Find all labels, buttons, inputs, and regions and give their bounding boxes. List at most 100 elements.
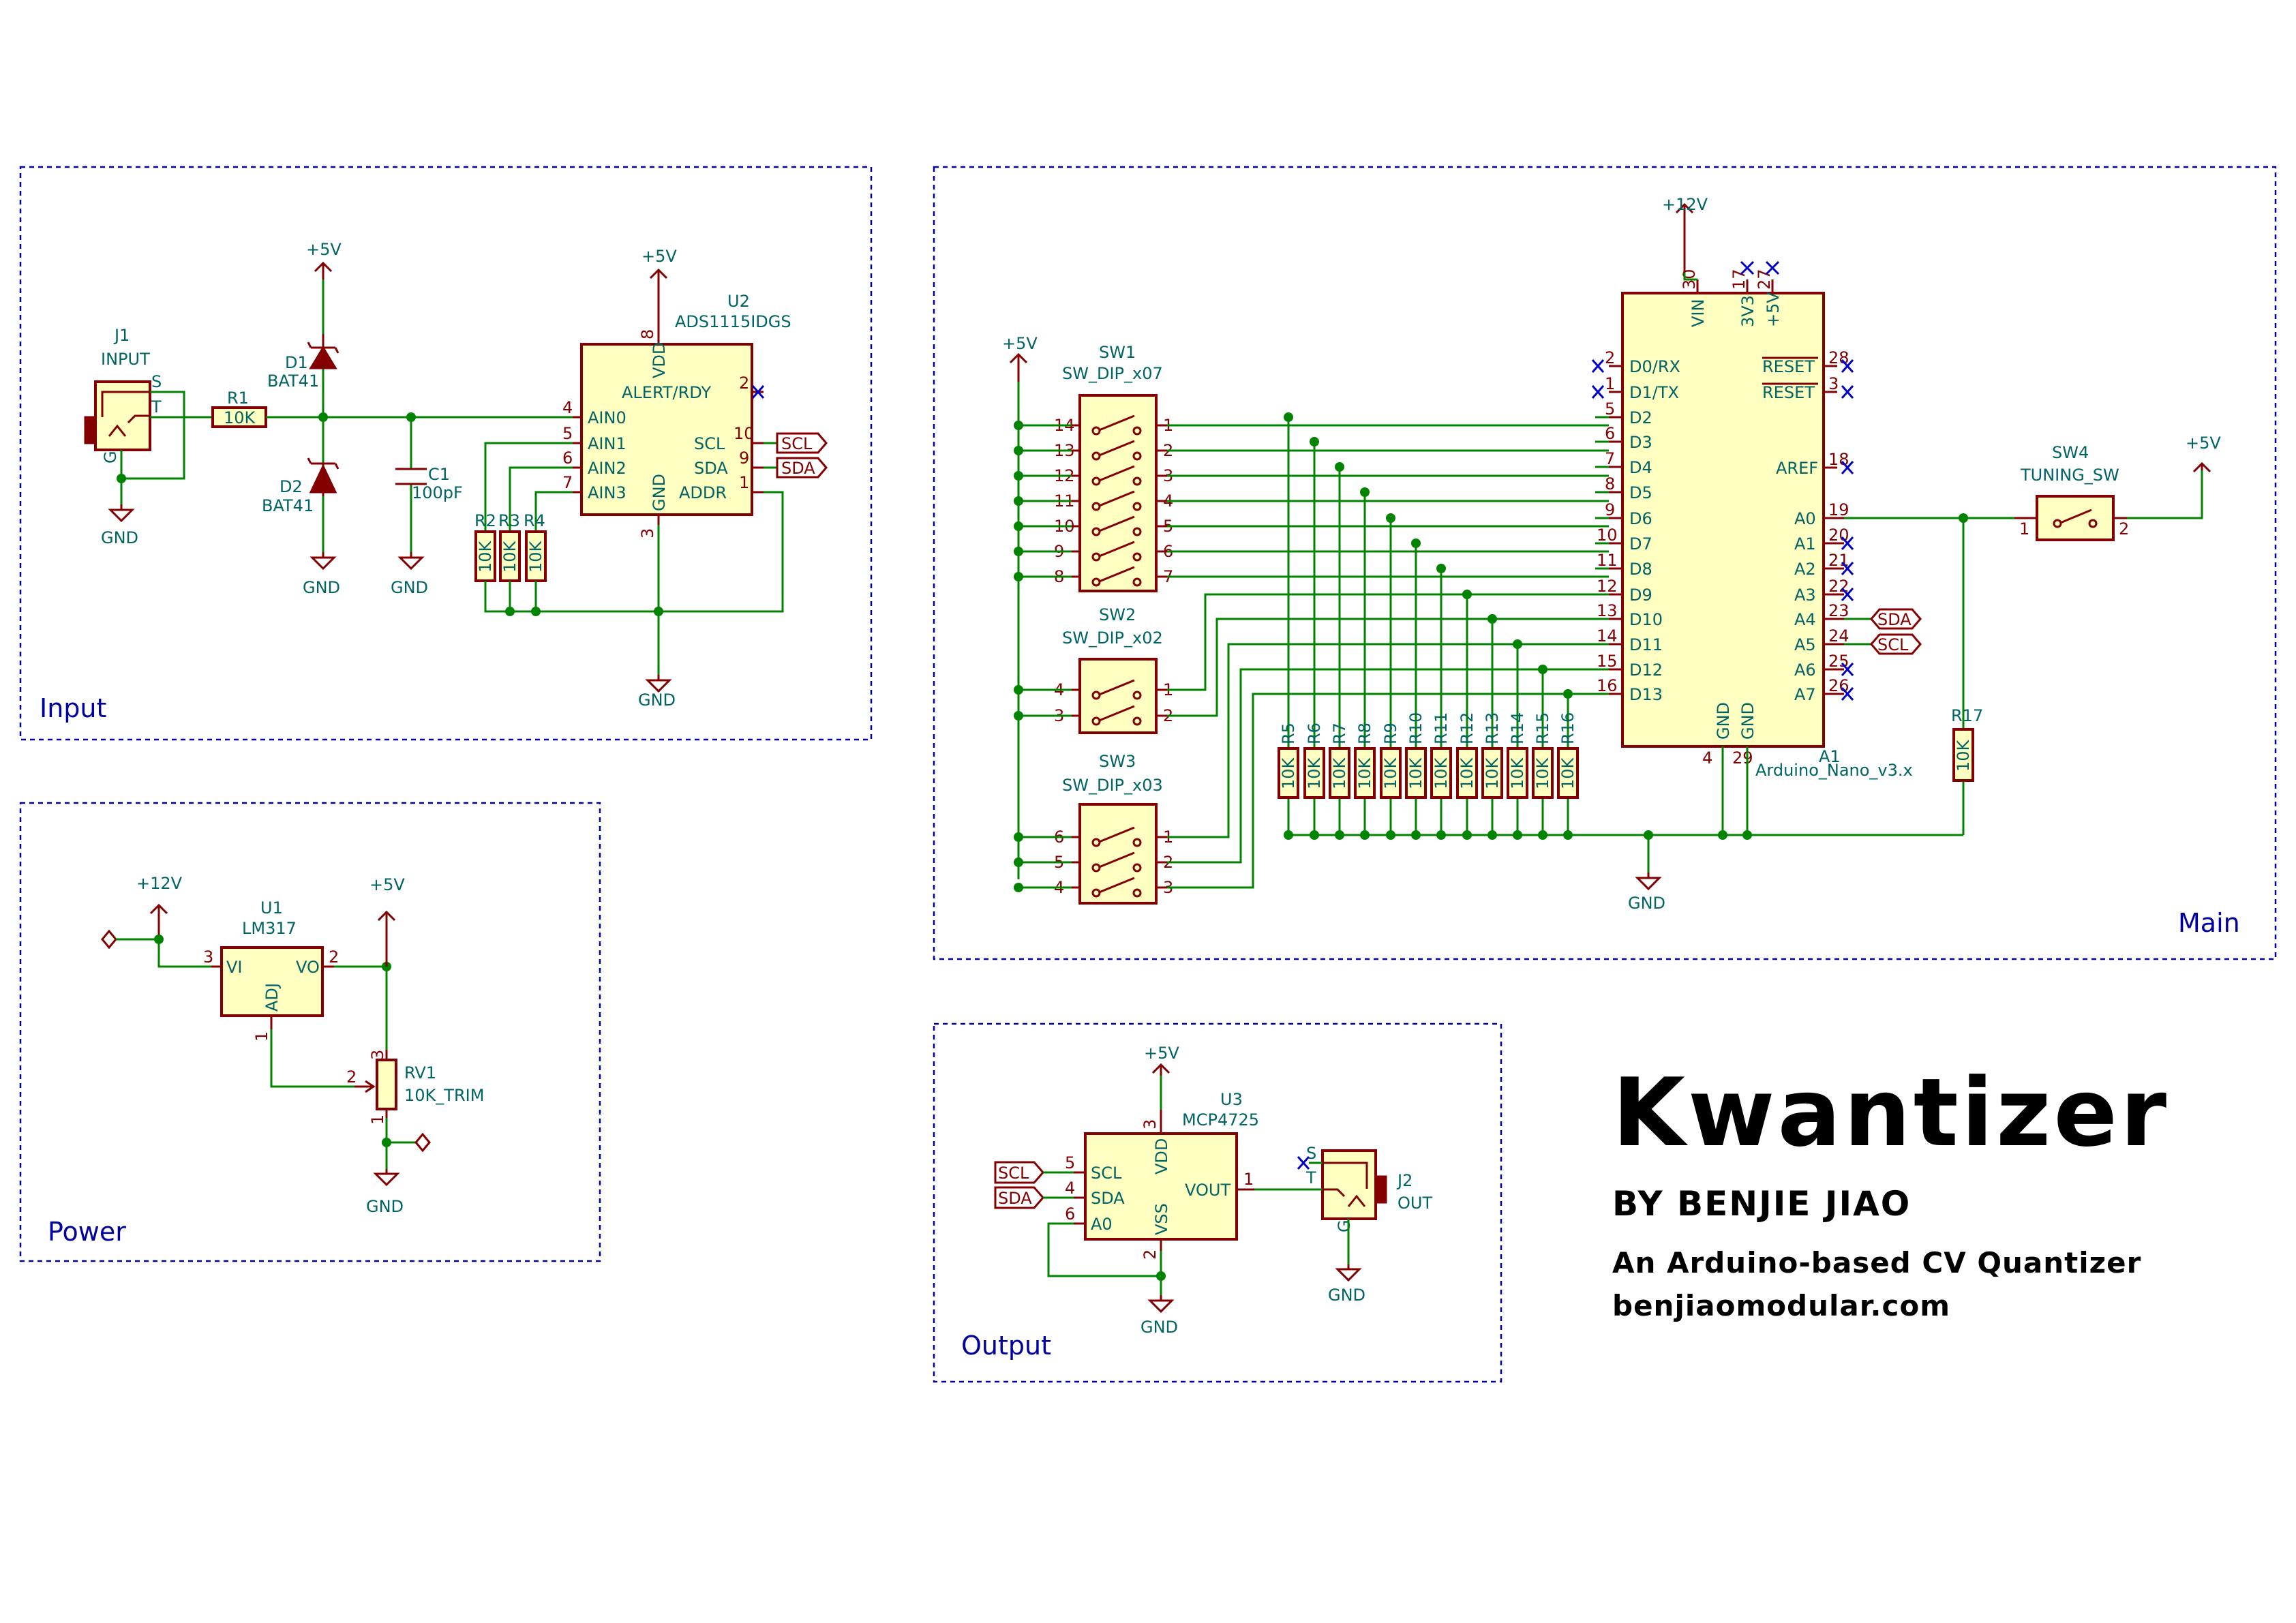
u1-regulator[interactable]: U1 LM317 VI VO ADJ 3 2 1 <box>203 898 339 1042</box>
j2-s-nc <box>1297 1156 1310 1170</box>
p5v-symbol-main: +5V <box>1002 334 1038 382</box>
gnd-label-j1: GND <box>101 528 138 547</box>
u1-pin-vo: VO <box>296 958 320 977</box>
u3-num-3: 3 <box>1141 1119 1160 1129</box>
rv1-num-1: 1 <box>368 1114 387 1125</box>
r3-value: 10K <box>500 540 519 573</box>
u3-num-2: 2 <box>1141 1249 1160 1260</box>
pulldown-r5-resistor[interactable]: R5 10K <box>1278 723 1299 799</box>
u3-pin-vout: VOUT <box>1185 1181 1230 1200</box>
p5v-label-d1: +5V <box>306 240 342 259</box>
title-block: Kwantizer BY BENJIE JIAO An Arduino-base… <box>1612 1058 2166 1322</box>
a1-pin-d4: D4 <box>1629 458 1652 477</box>
output-section: SCL SDA U3 MCP4725 SCL SDA A0 VDD VSS VO… <box>994 1044 1432 1337</box>
u3-pin-vdd: VDD <box>1152 1138 1171 1174</box>
sw4-num-1: 1 <box>2019 519 2029 539</box>
u2-num-8: 8 <box>638 329 657 339</box>
gnd-label-c1: GND <box>391 578 428 597</box>
u1-value: LM317 <box>242 919 297 938</box>
a1-arduino-nano[interactable]: A1 Arduino_Nano_v3.x D0/RX2D1/TX1D25D36D… <box>1591 260 1913 780</box>
section-output-label: Output <box>961 1331 1051 1361</box>
r1-resistor[interactable]: R1 10K <box>211 389 267 428</box>
p5v-label-main: +5V <box>1002 334 1038 353</box>
j1-pin-g: G <box>101 451 120 464</box>
a1-scl-flag: SCL <box>1870 633 1922 655</box>
j2-pin-g: G <box>1335 1219 1354 1232</box>
pulldown-ref-3: R8 <box>1355 723 1374 744</box>
p12v-label-main: +12V <box>1662 195 1708 214</box>
u2-num-10: 10 <box>734 424 755 443</box>
section-frames: Input Power Main Output <box>19 166 2277 1383</box>
r3-resistor[interactable]: R3 10K <box>498 511 521 582</box>
section-power-label: Power <box>48 1217 126 1247</box>
a1-pin-d3: D3 <box>1629 433 1652 452</box>
r4-value: 10K <box>526 540 545 573</box>
pulldown-value-0: 10K <box>1279 757 1298 789</box>
d2-diode[interactable]: D2 BAT41 <box>262 417 339 552</box>
u3-dac[interactable]: U3 MCP4725 SCL SDA A0 VDD VSS VOUT 5 4 6… <box>1065 1090 1259 1260</box>
u1-num-3: 3 <box>203 947 213 967</box>
u2-adc[interactable]: U2 ADS1115IDGS VDD ALERT/RDY AIN0 AIN1 A… <box>562 292 791 539</box>
pulldown-value-11: 10K <box>1558 757 1577 789</box>
a1-num-2: 2 <box>1605 348 1615 367</box>
a1-pin-d5: D5 <box>1629 483 1652 502</box>
a1-pin-vin: VIN <box>1689 299 1708 327</box>
pulldown-ref-10: R15 <box>1533 712 1552 744</box>
pulldown-ref-11: R16 <box>1558 712 1577 744</box>
pulldown-value-4: 10K <box>1381 757 1400 789</box>
pulldown-value-7: 10K <box>1457 757 1477 789</box>
u2-alert-nc <box>751 385 765 399</box>
gnd-label-u3: GND <box>1141 1318 1178 1337</box>
d1-diode[interactable]: D1 BAT41 <box>267 279 339 417</box>
gnd-symbol-u2: GND <box>638 675 676 710</box>
u3-pin-sda: SDA <box>1091 1189 1125 1208</box>
r4-resistor[interactable]: R4 10K <box>524 511 547 582</box>
pulldown-value-2: 10K <box>1330 757 1349 789</box>
a1-pin-d10: D10 <box>1629 610 1663 629</box>
a1-pin-d0-rx: D0/RX <box>1629 357 1680 376</box>
a1-sda-flag: SDA <box>1870 608 1922 630</box>
r3-ref: R3 <box>498 511 520 530</box>
c1-capacitor[interactable]: C1 100pF <box>395 417 463 552</box>
a1-pin-gnd-29: GND <box>1738 702 1757 740</box>
a1-num-9: 9 <box>1605 500 1615 519</box>
sw4-tuning-switch[interactable]: SW4 TUNING_SW 1 2 <box>2014 443 2129 541</box>
a1-pin-a1: A1 <box>1794 534 1816 553</box>
a1-pin-3v3: 3V3 <box>1738 295 1757 327</box>
rv1-trimmer[interactable]: RV1 10K_TRIM 3 2 1 <box>346 1050 484 1125</box>
r17-resistor[interactable]: R17 10K <box>1951 706 1983 782</box>
pwr-flag-gnd <box>414 1132 431 1153</box>
u2-pin-ain2: AIN2 <box>588 459 626 478</box>
u3-num-6: 6 <box>1065 1204 1075 1224</box>
a1-pin-reset-3: RESET <box>1762 383 1815 402</box>
d2-ref: D2 <box>280 477 303 496</box>
u2-scl-flag: SCL <box>776 432 828 454</box>
a1-value: Arduino_Nano_v3.x <box>1755 761 1913 780</box>
j1-input-jack[interactable]: J1 INPUT S T G <box>84 326 162 464</box>
u3-value: MCP4725 <box>1182 1110 1259 1129</box>
r2-resistor[interactable]: R2 10K <box>474 511 496 582</box>
project-website: benjiaomodular.com <box>1612 1289 1950 1322</box>
input-section: J1 INPUT S T G GND R1 10K D1 BAT41 <box>84 240 828 710</box>
u2-pin-gnd: GND <box>650 474 669 511</box>
sw2-value: SW_DIP_x02 <box>1062 628 1163 648</box>
j2-output-jack[interactable]: J2 OUT S T G <box>1305 1144 1432 1232</box>
pulldown-ref-0: R5 <box>1279 723 1298 744</box>
sw4-ref: SW4 <box>2052 443 2089 462</box>
p5v-symbol-u2: +5V <box>641 247 677 324</box>
